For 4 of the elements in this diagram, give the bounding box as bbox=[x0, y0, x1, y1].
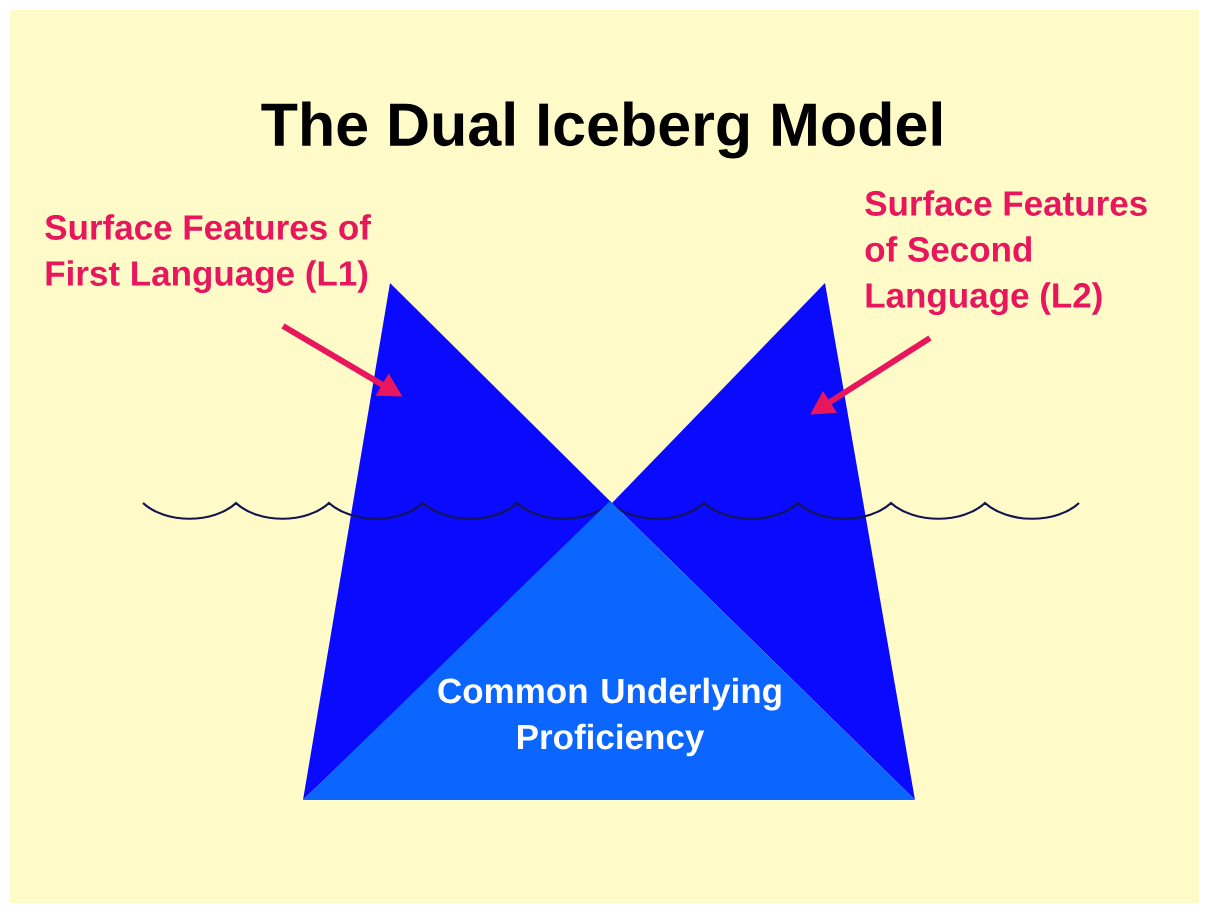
title: The Dual Iceberg Model bbox=[261, 101, 941, 159]
callout-text: Surface Features of Second Language (L2) bbox=[865, 190, 1147, 315]
callout-text: Surface Features of First Language (L1) bbox=[45, 214, 371, 293]
iceberg-base: Common Underlying Proficiency bbox=[303, 501, 915, 800]
